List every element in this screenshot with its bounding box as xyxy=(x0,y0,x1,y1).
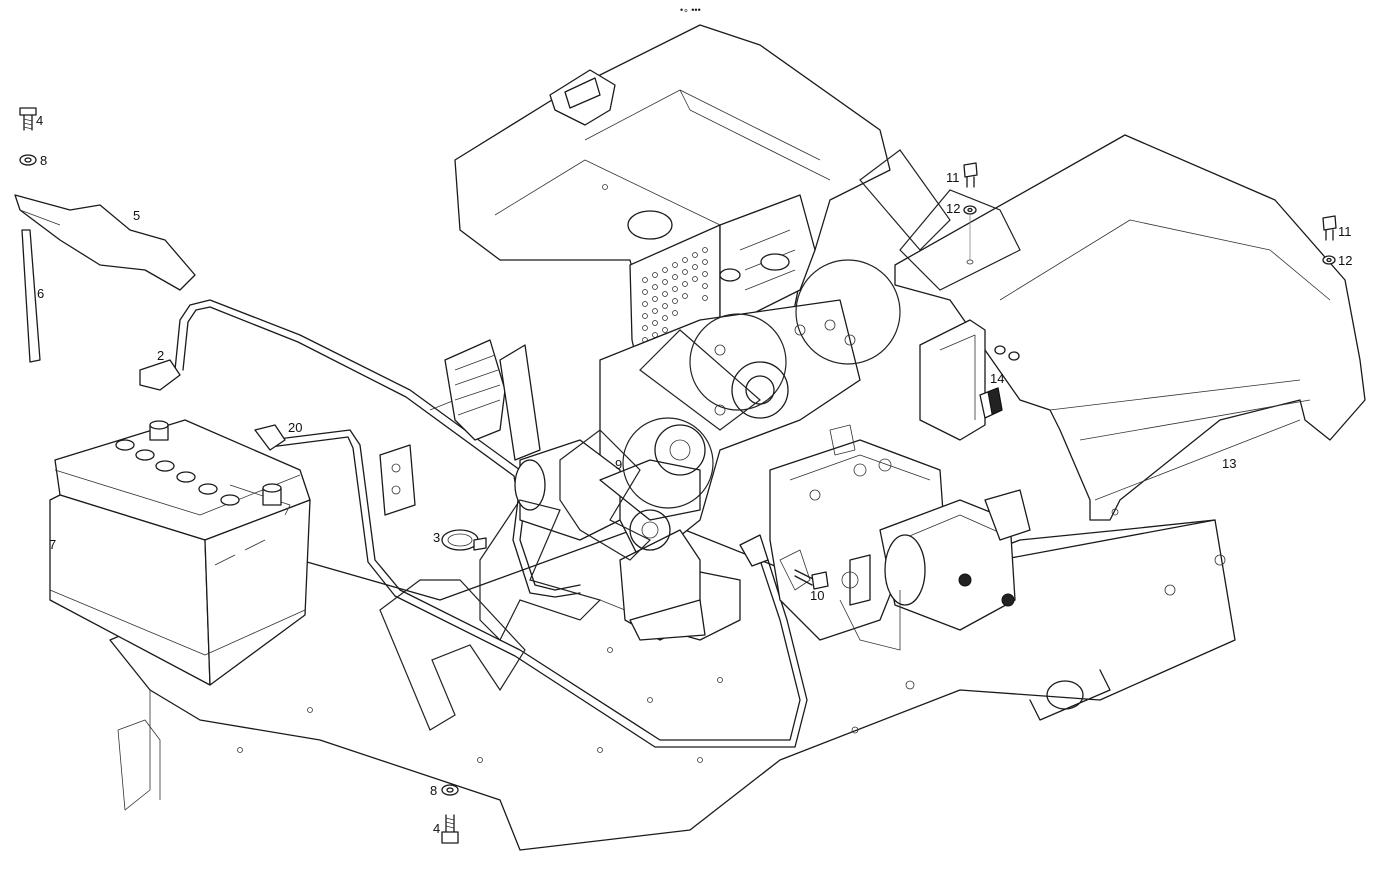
cable-clamp xyxy=(139,359,181,391)
callout-10: 10 xyxy=(810,588,824,603)
callout-14: 14 xyxy=(990,371,1004,386)
callout-8-bottom: 8 xyxy=(430,783,437,798)
tie-rod xyxy=(21,229,41,363)
callout-labels: 4 8 5 6 2 20 7 3 9 10 11 12 11 12 14 13 … xyxy=(36,113,1352,836)
callout-2: 2 xyxy=(157,348,164,363)
bolt-10 xyxy=(794,569,829,590)
callout-9: 9 xyxy=(615,457,622,472)
callout-13: 13 xyxy=(1222,456,1236,471)
callout-7: 7 xyxy=(49,537,56,552)
callout-5: 5 xyxy=(133,208,140,223)
callout-4-bottom: 4 xyxy=(433,821,440,836)
callout-12-right: 12 xyxy=(1338,253,1352,268)
callout-11-right: 11 xyxy=(1338,224,1352,239)
callout-3: 3 xyxy=(433,530,440,545)
callout-20: 20 xyxy=(288,420,302,435)
hydraulic-pump xyxy=(769,424,1031,651)
callout-11-mid: 11 xyxy=(946,170,960,185)
hose-clip xyxy=(441,529,487,551)
battery-hold-down xyxy=(14,107,196,363)
callout-4-top: 4 xyxy=(36,113,43,128)
header-marker: •∘ ••• xyxy=(680,5,701,15)
callout-6: 6 xyxy=(37,286,44,301)
callout-8-top: 8 xyxy=(40,153,47,168)
panel-fastener-mid xyxy=(963,162,978,265)
bottom-fastener xyxy=(441,784,459,844)
watermark xyxy=(379,149,1021,731)
side-panel xyxy=(894,134,1366,521)
battery xyxy=(49,419,311,686)
panel-fastener-right xyxy=(1322,215,1337,265)
mounting-bracket xyxy=(919,319,1020,441)
bolt-head xyxy=(19,107,37,116)
engine-assembly xyxy=(444,24,891,641)
callout-12-mid: 12 xyxy=(946,201,960,216)
